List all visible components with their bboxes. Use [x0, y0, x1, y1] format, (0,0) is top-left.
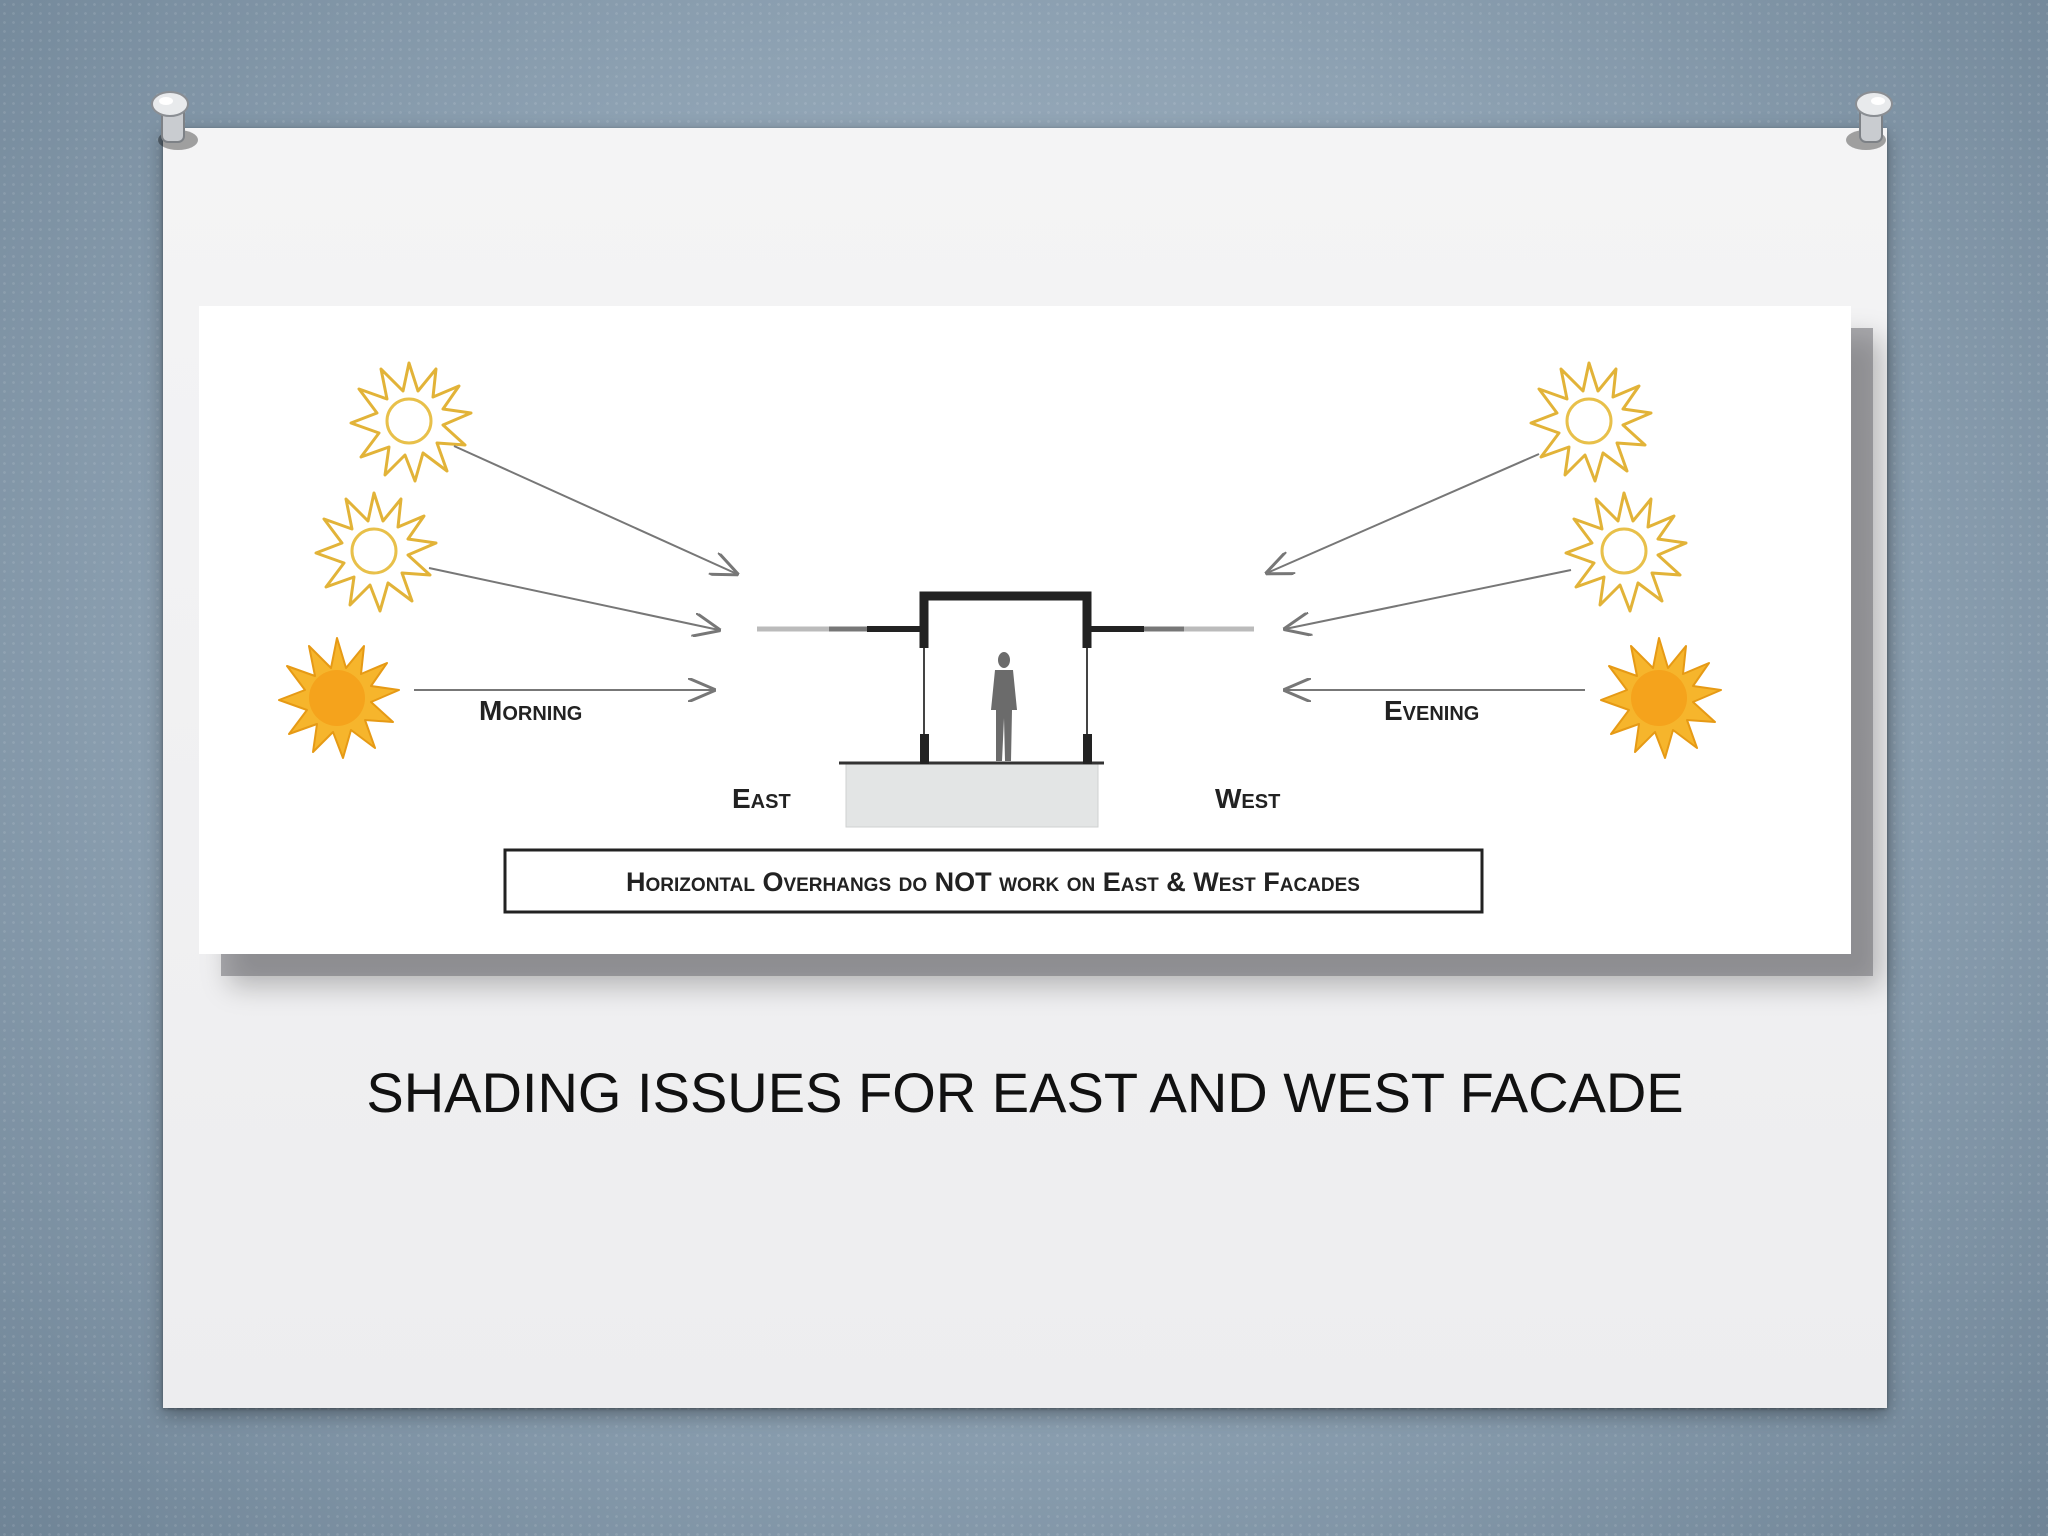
sun-icon: [1564, 491, 1688, 613]
sun-icon: [278, 637, 400, 759]
sun-ray-arrow: [1267, 453, 1540, 573]
person-icon: [991, 652, 1017, 761]
sun-icon: [1529, 361, 1653, 483]
diagram-canvas: Morning Evening East West Horizontal Ove…: [278, 361, 1722, 914]
sun-ray-arrow: [453, 445, 737, 574]
building-section: [757, 591, 1254, 764]
west-label: West: [1215, 783, 1280, 814]
sun-ray-arrow: [428, 567, 719, 630]
sun-icon: [314, 491, 438, 613]
evening-label: Evening: [1384, 695, 1479, 726]
sun-ray-arrow: [1285, 569, 1572, 629]
sun-icon: [1600, 637, 1722, 759]
diagram-caption: Horizontal Overhangs do NOT work on East…: [626, 867, 1360, 897]
east-label: East: [732, 783, 791, 814]
caption-box: [503, 848, 1484, 914]
sun-icon: [349, 361, 473, 483]
slide-title: SHADING ISSUES FOR EAST AND WEST FACADE: [366, 1061, 1684, 1124]
pushpin-icon: [151, 91, 198, 150]
shading-diagram: Morning Evening East West Horizontal Ove…: [199, 306, 1851, 954]
morning-label: Morning: [479, 695, 582, 726]
pushpin-icon: [1846, 91, 1893, 150]
ground-plinth: [845, 762, 1099, 828]
